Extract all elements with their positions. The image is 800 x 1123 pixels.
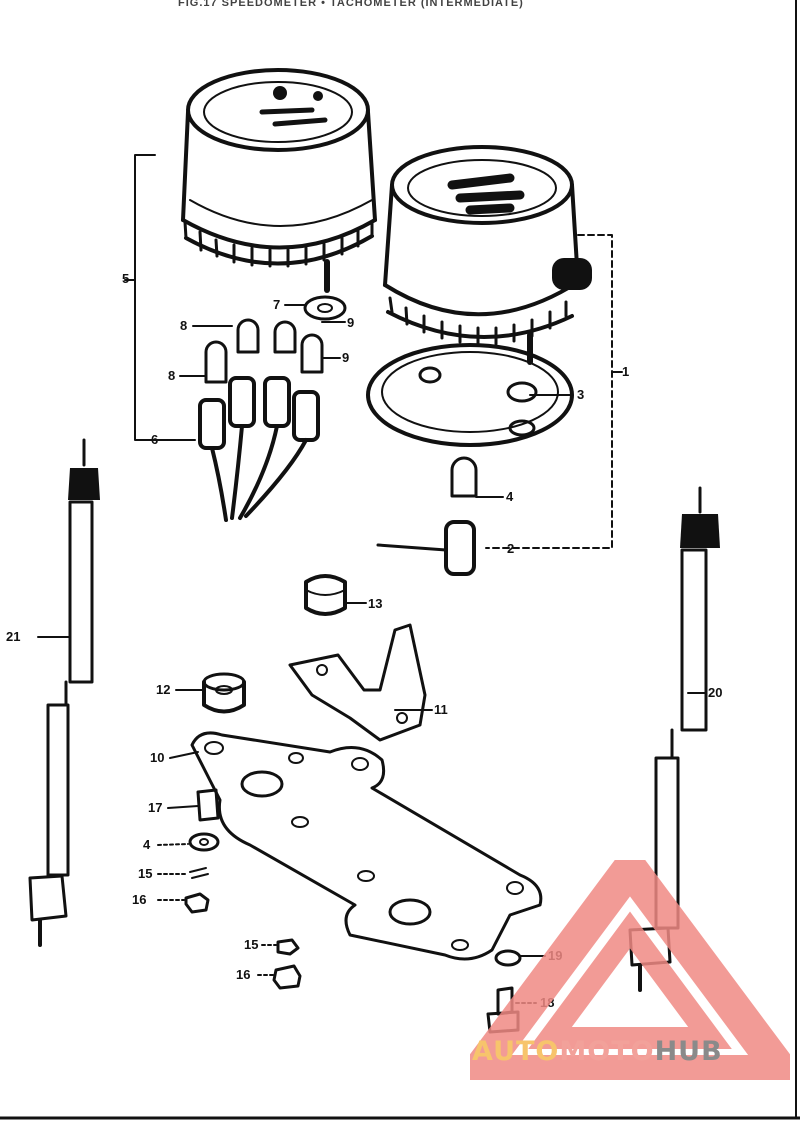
callout-10: 10 [150,750,165,765]
bulb-4-socket-2 [376,456,478,576]
callout-18: 18 [540,995,555,1010]
speedometer-gauge [383,145,592,365]
callout-16-lower: 16 [236,967,251,982]
grommet-13 [304,574,347,616]
washer-7 [303,295,347,321]
cushion-12 [202,672,246,714]
bracket-11 [288,623,427,742]
callout-21: 21 [6,629,21,644]
callout-7: 7 [273,297,281,312]
callout-6: 6 [151,432,159,447]
callout-4-lower: 4 [143,837,151,852]
callout-3: 3 [577,387,585,402]
figure-title: FIG.17 SPEEDOMETER • TACHOMETER (INTERME… [178,0,524,9]
tachometer-gauge [181,68,377,293]
callout-15-left: 15 [138,866,153,881]
callout-15-lower: 15 [244,937,259,952]
callout-1: 1 [622,364,630,379]
washer-7-hole [317,303,333,313]
watermark-text: AUTOMOTOHUB [472,1036,723,1067]
callout-11: 11 [434,702,448,717]
callout-8-lower: 8 [168,368,176,383]
callout-19: 19 [548,948,563,963]
callout-16-left: 16 [132,892,147,907]
callout-9-upper: 9 [347,315,355,330]
speedometer-cable-20 [628,486,720,992]
leader-lines [37,154,706,1004]
watermark-text-auto: AUTO [472,1036,560,1067]
bulb-sockets-6 [198,376,320,522]
callout-13: 13 [368,596,383,611]
callout-4: 4 [506,489,514,504]
callout-2: 2 [507,541,515,556]
callout-8-upper: 8 [180,318,188,333]
callout-9-lower: 9 [342,350,350,365]
watermark-text-hub: HUB [654,1036,723,1067]
hardware-left [184,788,302,990]
meter-bracket-plate-10 [190,731,543,961]
tachometer-cable-21 [28,438,100,947]
callout-20: 20 [708,685,723,700]
bulbs-8-9 [204,318,324,384]
callout-5-group: 5 [122,271,130,286]
callout-17: 17 [148,800,163,815]
watermark-text-moto: MOTO [559,1036,655,1067]
callout-12: 12 [156,682,171,697]
hardware-right [486,949,522,1034]
